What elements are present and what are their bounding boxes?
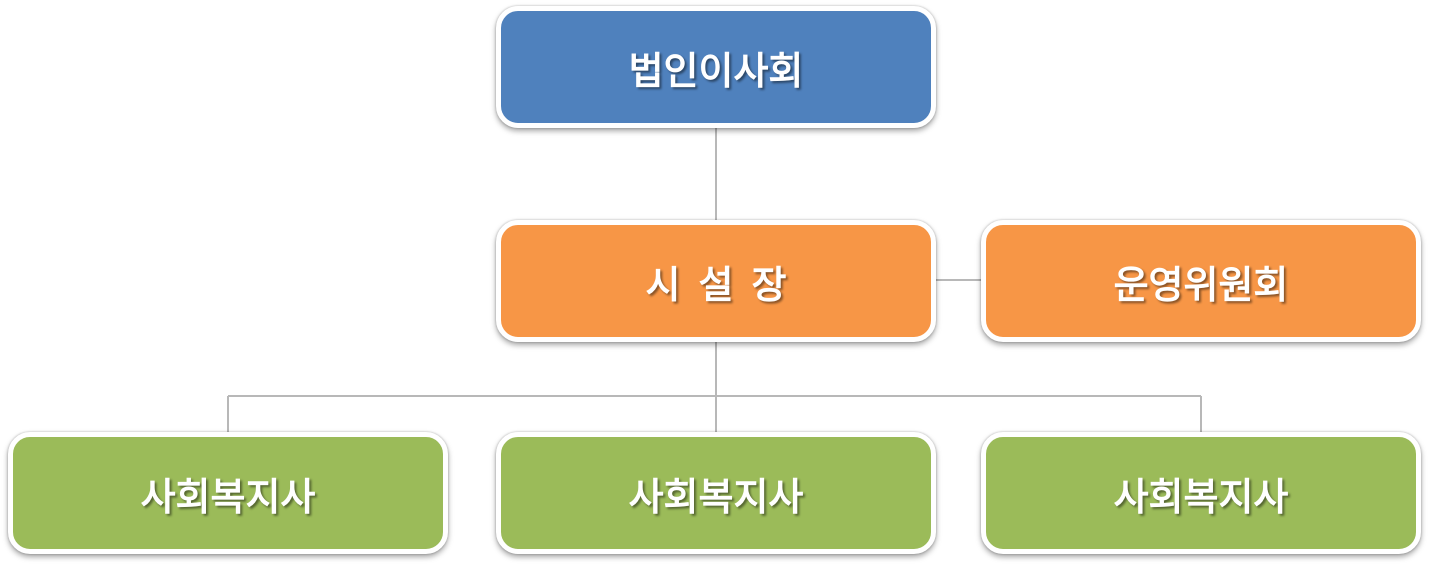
node-label: 사회복지사: [628, 474, 804, 519]
node-social-worker-1: 사회복지사: [8, 432, 448, 554]
node-social-worker-3: 사회복지사: [981, 432, 1421, 554]
node-label: 시설장: [645, 262, 805, 307]
node-label: 사회복지사: [1113, 474, 1289, 519]
node-board-of-directors: 법인이사회: [496, 6, 936, 128]
node-label: 운영위원회: [1113, 262, 1289, 307]
node-label: 사회복지사: [140, 474, 316, 519]
node-label: 법인이사회: [628, 48, 804, 93]
node-operating-committee: 운영위원회: [981, 220, 1421, 342]
node-social-worker-2: 사회복지사: [496, 432, 936, 554]
node-facility-director: 시설장: [496, 220, 936, 342]
